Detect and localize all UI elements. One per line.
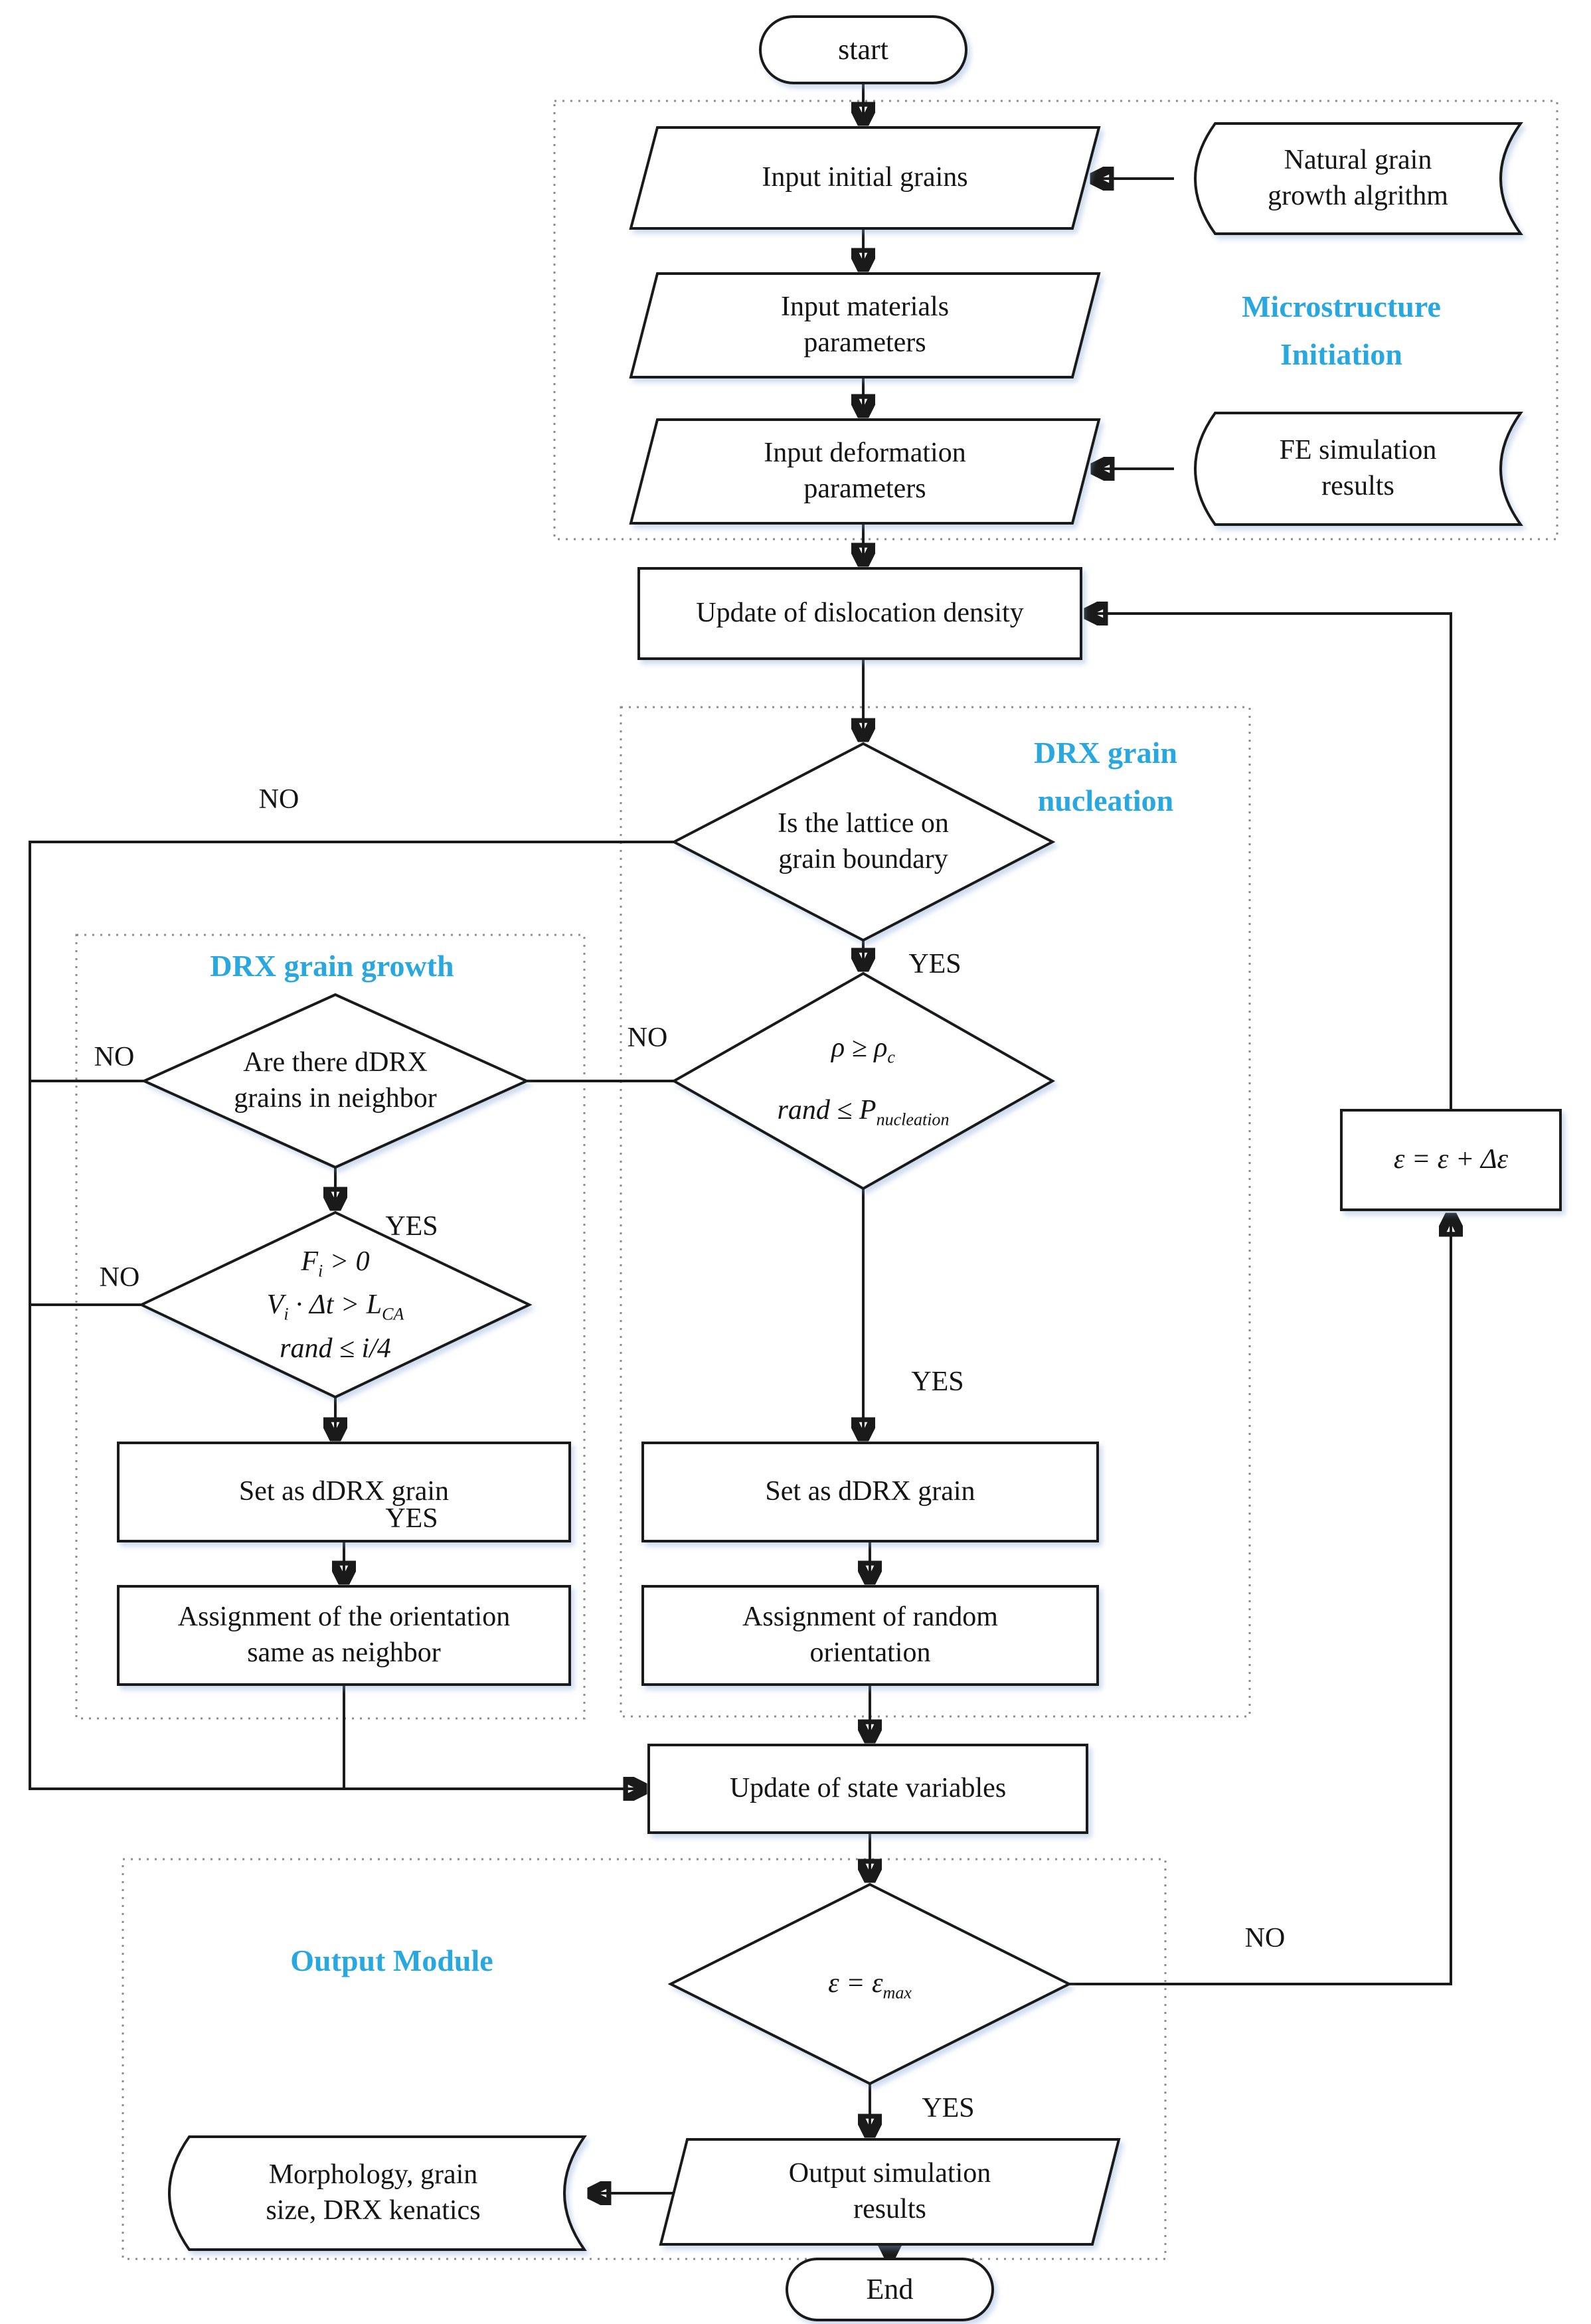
output-results-label: Output simulation results xyxy=(788,2158,991,2224)
natural-grain-growth-storage-shape xyxy=(1194,122,1523,235)
force-condition-line: Fi > 0 xyxy=(301,1246,370,1281)
strain-decision-diamond xyxy=(667,1882,1072,2086)
input-initial-grains-label: Input initial grains xyxy=(762,162,968,193)
microstructure-initiation-box xyxy=(553,100,1558,540)
lattice-decision-diamond xyxy=(671,742,1056,942)
growth-assign-orientation-rect xyxy=(117,1585,571,1686)
update-state-label: Update of state variables xyxy=(729,1773,1007,1804)
drx-nucleation-box xyxy=(620,706,1251,1718)
input-materials-label: Input materials parameters xyxy=(780,291,950,358)
lattice-decision-label: Is the lattice on grain boundary xyxy=(778,808,949,874)
update-dislocation-rect xyxy=(637,567,1082,660)
rho-decision-diamond xyxy=(671,971,1056,1191)
update-state-rect xyxy=(647,1744,1088,1834)
rho-yes-label: YES xyxy=(911,1367,964,1398)
growth-set-grain-label: Set as dDRX grain xyxy=(238,1476,450,1507)
neighbor-no-label: NO xyxy=(94,1042,135,1073)
output-module-title: Output Module xyxy=(290,1944,493,1978)
strain-increment-label: ε = ε + Δε xyxy=(1393,1144,1509,1175)
nucleation-set-grain-rect xyxy=(641,1442,1099,1542)
growth-yes-label: YES xyxy=(385,1503,438,1535)
rho-condition-line: ρ ≥ ρc xyxy=(831,1033,895,1067)
neighbor-yes-label: YES xyxy=(385,1211,438,1242)
input-deformation-parallelogram xyxy=(629,418,1101,525)
strain-increment-rect xyxy=(1340,1109,1562,1211)
arrow-lattice-no-to-update-state xyxy=(29,841,674,1789)
velocity-condition-line: Vi · Δt > LCA xyxy=(266,1289,404,1324)
nucleation-set-grain-label: Set as dDRX grain xyxy=(765,1476,975,1507)
output-results-parallelogram xyxy=(659,2138,1121,2246)
lattice-no-label: NO xyxy=(258,784,299,815)
input-initial-grains-parallelogram xyxy=(629,126,1101,230)
arrow-increment-to-dislocation xyxy=(1086,614,1452,1110)
microstructure-initiation-title: Microstructure Initiation xyxy=(1242,290,1441,371)
drx-nucleation-title: DRX grain nucleation xyxy=(1034,736,1177,817)
growth-no-label: NO xyxy=(99,1262,140,1293)
natural-grain-growth-label: Natural grain growth algrithm xyxy=(1268,145,1448,211)
fe-simulation-storage-shape xyxy=(1194,412,1523,526)
growth-set-grain-rect xyxy=(117,1442,571,1542)
arrow-strain-no-to-increment xyxy=(1069,1215,1451,1985)
end-label: End xyxy=(866,2272,914,2305)
rand-growth-condition-line: rand ≤ i/4 xyxy=(280,1333,391,1365)
drx-growth-box xyxy=(75,934,586,1720)
start-label: start xyxy=(838,33,888,66)
neighbor-decision-diamond xyxy=(141,993,530,1169)
input-deformation-label: Input deformation parameters xyxy=(764,438,966,504)
fe-simulation-label: FE simulation results xyxy=(1279,435,1437,501)
neighbor-decision-label: Are there dDRX grains in neighbor xyxy=(234,1047,437,1114)
drx-growth-title: DRX grain growth xyxy=(210,949,454,983)
start-terminal-shape xyxy=(759,15,967,84)
strain-decision-label: ε = εmax xyxy=(828,1968,912,2003)
nucleation-assign-orientation-rect xyxy=(641,1585,1099,1686)
rho-no-label: NO xyxy=(627,1023,668,1054)
strain-yes-label: YES xyxy=(922,2093,975,2124)
morphology-storage-shape xyxy=(168,2135,587,2251)
strain-no-label: NO xyxy=(1244,1923,1286,1954)
lattice-yes-label: YES xyxy=(908,949,962,980)
growth-criteria-diamond xyxy=(138,1210,533,1399)
nucleation-assign-orientation-label: Assignment of random orientation xyxy=(742,1602,998,1668)
growth-assign-orientation-label: Assignment of the orientation same as ne… xyxy=(177,1602,511,1668)
end-terminal-shape xyxy=(786,2258,994,2321)
input-materials-parallelogram xyxy=(629,272,1101,378)
morphology-label: Morphology, grain size, DRX kenatics xyxy=(266,2159,481,2226)
update-dislocation-label: Update of dislocation density xyxy=(696,598,1024,629)
rand-nucleation-condition-line: rand ≤ Pnucleation xyxy=(777,1095,950,1129)
